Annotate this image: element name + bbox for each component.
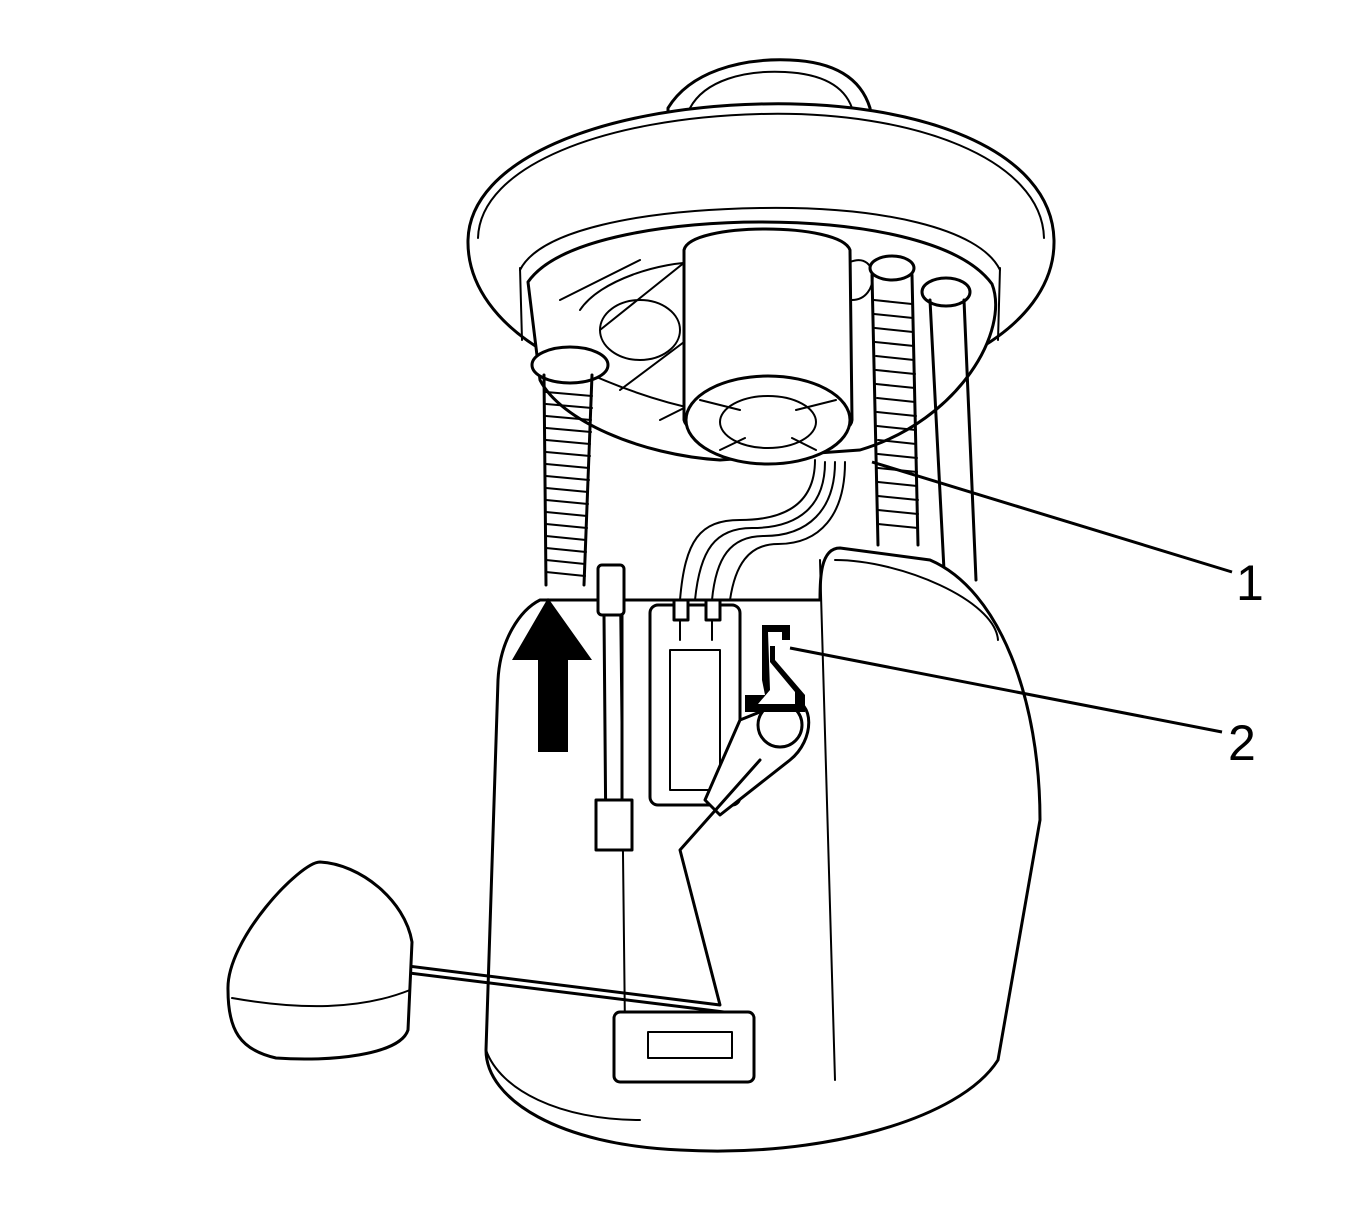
fuel-level-sender (648, 598, 811, 817)
callout-2-label: 2 (1228, 715, 1256, 771)
callout-1-leader (871, 460, 1233, 574)
right-corrugated-line (868, 254, 920, 547)
sensor-rod (594, 563, 634, 852)
fuel-pump-cylinder (682, 227, 874, 466)
fuel-pipe (920, 276, 978, 582)
up-arrow-icon (512, 598, 592, 752)
callout-1-label: 1 (1236, 555, 1264, 611)
wiring-harness (679, 459, 846, 601)
retaining-tab (745, 625, 805, 712)
left-corrugated-tube (530, 345, 610, 587)
callout-2-leader (789, 646, 1223, 734)
bottom-latch (612, 1010, 756, 1084)
fuel-float (226, 860, 414, 1061)
